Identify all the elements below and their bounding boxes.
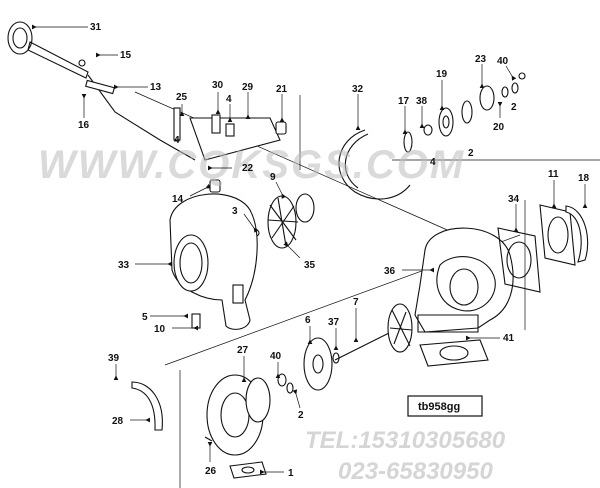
figure-tag-box: tb958gg [407, 395, 483, 417]
part-26-pin [204, 436, 213, 442]
part-34-gasket [497, 227, 541, 293]
part-31-actuator [7, 21, 196, 161]
callout-20: 20 [493, 122, 505, 133]
watermark-phone: 023-65830950 [338, 458, 493, 485]
callout-25: 25 [176, 92, 188, 103]
callout-35: 35 [304, 260, 316, 271]
callout-4c: 4 [430, 157, 436, 168]
callout-26: 26 [205, 466, 217, 477]
callout-16: 16 [78, 120, 90, 131]
part-35-compressor-wheel [252, 193, 315, 249]
part-7-turbine-shaft [332, 303, 413, 364]
part-1-gasket-lower [229, 461, 267, 479]
part-33-compressor-housing [169, 193, 258, 330]
callout-9: 9 [270, 172, 276, 183]
callout-30: 30 [212, 80, 224, 91]
part-41-gasket [419, 339, 489, 367]
figure-tag: tb958gg [418, 401, 460, 413]
callout-39: 39 [108, 353, 120, 364]
part-32-clamp [338, 129, 411, 200]
callout-19: 19 [436, 69, 448, 80]
callout-17: 17 [398, 96, 410, 107]
part-29-bracket [173, 107, 287, 193]
callout-11: 11 [548, 169, 559, 180]
part-6-backplate [303, 337, 333, 391]
callout-28: 28 [112, 416, 124, 427]
callout-2c: 2 [298, 410, 304, 421]
callout-37: 37 [328, 317, 340, 328]
callout-numbers: 31 15 13 16 25 30 4 29 21 32 17 38 19 23… [78, 22, 590, 479]
part-36-turbine-housing [414, 227, 514, 333]
callout-5: 5 [142, 312, 148, 323]
part-27-bearing-housing [206, 374, 271, 456]
callout-40b: 40 [270, 351, 282, 362]
watermark-site: WWW.CQKSGS.COM [38, 143, 465, 187]
part-40-seal-ring-lower [277, 373, 294, 394]
callout-leaders [31, 24, 588, 475]
callout-18: 18 [578, 173, 590, 184]
callout-21: 21 [276, 84, 288, 95]
callout-22: 22 [242, 163, 254, 174]
callout-6: 6 [305, 315, 311, 326]
callout-10: 10 [154, 324, 166, 335]
part-28-heat-shield [131, 381, 163, 431]
callout-7: 7 [353, 297, 359, 308]
callout-27: 27 [237, 345, 249, 356]
callout-4a: 4 [226, 94, 232, 105]
callout-41: 41 [503, 333, 515, 344]
callout-40a: 40 [497, 56, 509, 67]
callout-29: 29 [242, 82, 254, 93]
part-13-linkage [78, 59, 115, 95]
callout-33: 33 [118, 260, 130, 271]
callout-13: 13 [150, 82, 162, 93]
watermark-tel: TEL:15310305680 [305, 427, 506, 454]
callout-38: 38 [416, 96, 428, 107]
callout-4b: 4 [174, 135, 180, 146]
callout-2a: 2 [511, 102, 517, 113]
callout-23: 23 [475, 54, 487, 65]
callout-1: 1 [288, 468, 294, 479]
callout-36: 36 [384, 266, 396, 277]
callout-31: 31 [90, 22, 102, 33]
part-11-outlet-flange [539, 204, 589, 266]
callout-32: 32 [352, 84, 364, 95]
callout-15: 15 [120, 50, 132, 61]
part-seals-upper [403, 72, 526, 153]
callout-2b: 2 [468, 148, 474, 159]
callout-14: 14 [172, 194, 184, 205]
callout-3: 3 [232, 206, 238, 217]
callout-34: 34 [508, 194, 520, 205]
